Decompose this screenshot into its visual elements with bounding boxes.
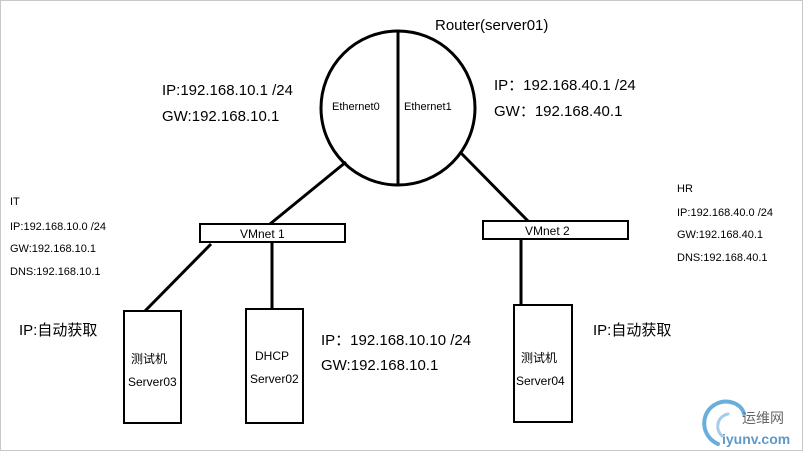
link-router-vmnet1 <box>269 160 347 226</box>
it-network-dns: DNS:192.168.10.1 <box>10 266 101 278</box>
it-network-gw: GW:192.168.10.1 <box>10 243 96 255</box>
hr-network-gw: GW:192.168.40.1 <box>677 229 763 241</box>
router-title: Router(server01) <box>435 17 548 34</box>
server04-box <box>513 304 573 423</box>
hr-network-info: HR IP:192.168.40.0 /24 GW:192.168.40.1 D… <box>677 183 773 264</box>
vmnet1-box <box>199 223 346 243</box>
server03-type: 测试机 <box>131 351 167 366</box>
ethernet1-label: Ethernet1 <box>404 101 452 113</box>
eth1-gw-text: GW：192.168.40.1 <box>494 103 622 120</box>
server02-type: DHCP <box>255 349 289 363</box>
it-network-ip: IP:192.168.10.0 /24 <box>10 221 106 233</box>
vmnet2-label: VMnet 2 <box>525 224 570 238</box>
vmnet2-box <box>482 220 629 240</box>
server02-box <box>245 308 304 424</box>
ethernet0-label: Ethernet0 <box>332 101 380 113</box>
router: Router(server01) Ethernet0 Ethernet1 <box>319 17 548 187</box>
server04-type: 测试机 <box>521 350 557 365</box>
watermark: 运维网 iyunv.com <box>702 399 790 447</box>
vmnet1-label: VMnet 1 <box>240 227 285 241</box>
server03-name: Server03 <box>128 375 177 389</box>
it-network-info: IT IP:192.168.10.0 /24 GW:192.168.10.1 D… <box>10 196 106 278</box>
watermark-brand: 运维网 <box>742 411 784 427</box>
hr-network-dns: DNS:192.168.40.1 <box>677 252 768 264</box>
it-network-name: IT <box>10 196 20 208</box>
server04-ip-note: IP:自动获取 <box>593 322 671 339</box>
link-router-vmnet2 <box>459 151 530 223</box>
eth1-ip-text: IP：192.168.40.1 /24 <box>494 77 636 94</box>
hr-network-ip: IP:192.168.40.0 /24 <box>677 207 773 219</box>
vmnet1-switch: VMnet 1 <box>199 223 346 243</box>
server02-ip-text: IP：192.168.10.10 /24 <box>321 332 471 349</box>
hr-network-name: HR <box>677 183 693 195</box>
eth0-ip-text: IP:192.168.10.1 /24 <box>162 82 293 99</box>
server02-gw-text: GW:192.168.10.1 <box>321 357 438 374</box>
server04-name: Server04 <box>516 374 565 388</box>
server04-host: 测试机 Server04 <box>513 304 573 423</box>
server02-host: DHCP Server02 <box>245 308 304 424</box>
link-vmnet1-server03 <box>143 242 213 313</box>
watermark-logo-icon <box>702 399 746 446</box>
server03-host: 测试机 Server03 <box>123 310 182 424</box>
server03-ip-note: IP:自动获取 <box>19 322 97 339</box>
server03-box <box>123 310 182 424</box>
eth0-gw-text: GW:192.168.10.1 <box>162 108 279 125</box>
vmnet2-switch: VMnet 2 <box>482 220 629 240</box>
server02-name: Server02 <box>250 372 299 386</box>
watermark-domain: iyunv.com <box>722 431 790 447</box>
